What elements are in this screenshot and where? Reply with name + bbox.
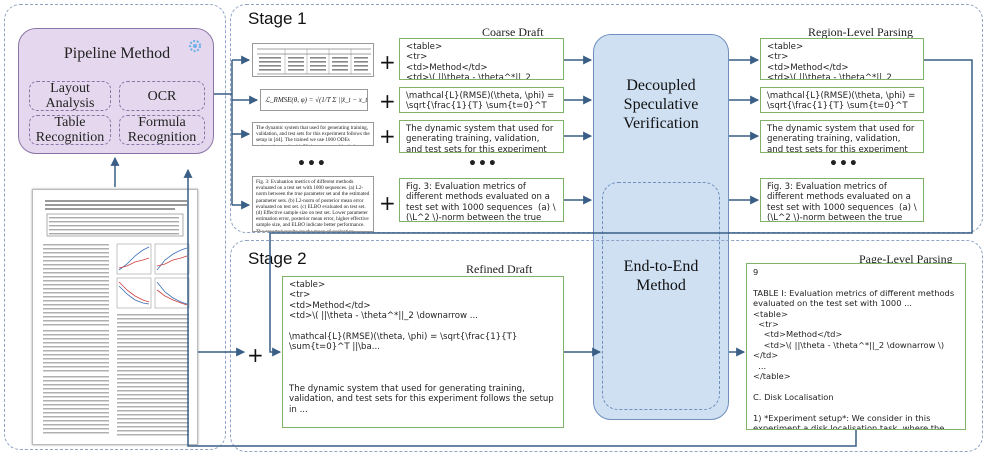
refined-draft-box: <table> <tr> <td>Method</td> <td>\( ||\t… [282,276,564,428]
refined-draft-title: Refined Draft [466,262,533,276]
stage1-title: Stage 1 [248,9,307,28]
pipeline-method-box: Pipeline Method Layout Analysis OCR Tabl… [18,28,214,154]
document-page-image [43,200,190,436]
region-level-parsing-title: Region-Level Parsing [808,25,913,39]
ellipsis-dots: ••• [297,156,327,172]
stage2-title: Stage 2 [248,249,307,268]
region-parse-table: <table> <tr> <td>Method</td> <td>\( ||\t… [760,38,924,80]
coarse-draft-formula: \mathcal{L}(RMSE)(\theta, \phi) = \sqrt{… [399,87,564,113]
coarse-draft-table: <table> <tr> <td>Method</td> <td>\( ||\t… [399,38,564,80]
region-parse-formula: \mathcal{L}(RMSE)(\theta, \phi) = \sqrt{… [760,87,924,113]
coarse-draft-text: The dynamic system that used for generat… [399,120,564,153]
ocr-module: OCR [119,81,205,111]
decoupled-speculative-verification-label: Decoupled Speculative Verification [623,77,699,132]
gear-icon [187,38,203,54]
page-level-parsing-box: 9 TABLE I: Evaluation metrics of differe… [746,263,966,430]
coarse-draft-caption: Fig. 3: Evaluation metrics of different … [399,178,564,222]
formula-crop-thumbnail: ℒ_RMSE(θ, φ) = √(1/T Σ ||x̂_t − x_t||²) [260,89,368,111]
formula-recognition-module: Formula Recognition [119,115,205,145]
layout-analysis-module: Layout Analysis [29,81,111,111]
ellipsis-dots: ••• [829,156,859,172]
table-crop-thumbnail [252,43,374,77]
text-crop-thumbnail: The dynamic system that used for generat… [252,122,374,146]
ellipsis-dots: ••• [468,156,498,172]
plus-sign: + [379,50,396,74]
region-parse-caption: Fig. 3: Evaluation metrics of different … [760,178,924,222]
plus-sign: + [247,343,264,367]
table-recognition-module: Table Recognition [29,115,111,145]
region-parse-text: The dynamic system that used for generat… [760,120,924,153]
plus-sign: + [379,191,396,215]
caption-crop-thumbnail: Fig. 3: Evaluation metrics of different … [252,176,374,232]
coarse-draft-title: Coarse Draft [482,25,544,39]
input-document-page [32,189,198,445]
pipeline-title: Pipeline Method [63,45,171,62]
plus-sign: + [379,89,396,113]
plus-sign: + [379,124,396,148]
